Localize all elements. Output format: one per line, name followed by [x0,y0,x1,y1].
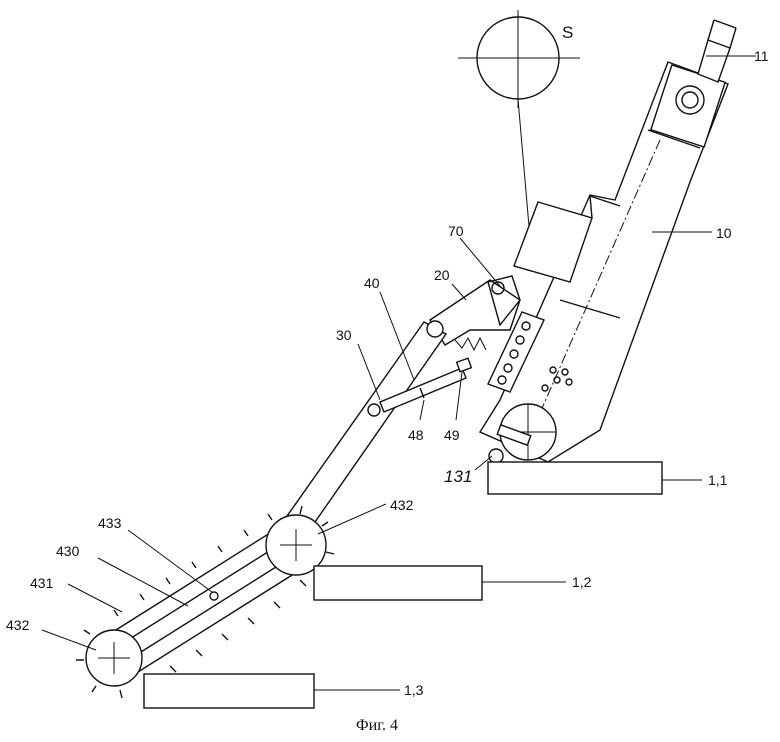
label-1-2: 1,2 [572,574,592,590]
label-433: 433 [98,515,122,531]
ground-blocks [143,461,663,709]
label-10: 10 [716,225,732,241]
mounting-plate [487,311,545,393]
label-40: 40 [364,275,380,291]
label-1-3: 1,3 [404,682,424,698]
label-30: 30 [336,327,352,343]
label-48: 48 [408,427,424,443]
cylinder-48 [367,357,473,417]
label-s: S [562,23,573,42]
hopper [513,195,621,283]
leader-lines [41,55,756,691]
label-1-1: 1,1 [708,472,728,488]
label-432-right: 432 [390,497,414,513]
label-11: 11 [754,48,769,64]
label-432-left: 432 [6,617,30,633]
label-131: 131 [444,467,472,486]
label-431: 431 [30,575,54,591]
label-20: 20 [434,267,450,283]
base-wheel [488,366,573,464]
main-body-10 [478,19,737,463]
label-70: 70 [448,223,464,239]
label-430: 430 [56,543,80,559]
arm-20 [429,275,521,352]
crawler-track [85,514,327,687]
figure-caption: Фиг. 4 [356,717,398,734]
sun-symbol [458,10,580,239]
label-49: 49 [444,427,460,443]
